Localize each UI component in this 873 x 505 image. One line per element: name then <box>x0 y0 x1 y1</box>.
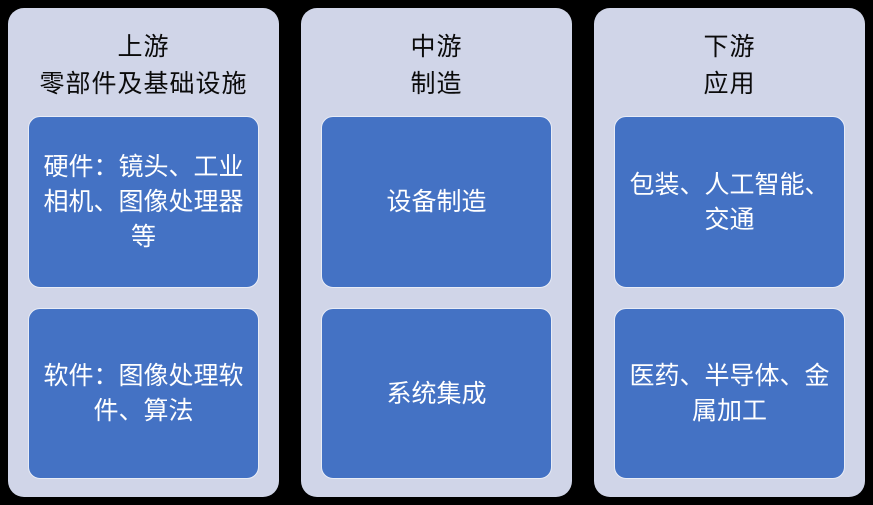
segment-upstream[interactable]: 上游 零部件及基础设施 硬件：镜头、工业相机、图像处理器等 软件：图像处理软件、… <box>8 8 279 497</box>
segment-midstream-header: 中游 制造 <box>321 22 552 112</box>
node-applications-a-label: 包装、人工智能、交通 <box>629 169 830 234</box>
segment-midstream-nodes: 设备制造 系统集成 <box>321 112 552 479</box>
segment-midstream[interactable]: 中游 制造 设备制造 系统集成 <box>301 8 572 497</box>
segment-downstream-subtitle: 应用 <box>703 69 756 98</box>
node-equipment-manufacturing[interactable]: 设备制造 <box>321 116 552 288</box>
node-system-integration-label: 系统集成 <box>386 378 487 408</box>
node-system-integration[interactable]: 系统集成 <box>321 307 552 479</box>
node-applications-b-label: 医药、半导体、金属加工 <box>629 361 830 426</box>
segment-downstream[interactable]: 下游 应用 包装、人工智能、交通 医药、半导体、金属加工 <box>594 8 865 497</box>
node-software[interactable]: 软件：图像处理软件、算法 <box>28 307 259 479</box>
node-applications-b[interactable]: 医药、半导体、金属加工 <box>614 307 845 479</box>
segment-downstream-nodes: 包装、人工智能、交通 医药、半导体、金属加工 <box>614 112 845 479</box>
node-hardware[interactable]: 硬件：镜头、工业相机、图像处理器等 <box>28 116 259 288</box>
segment-downstream-title: 下游 <box>703 32 756 61</box>
segment-upstream-nodes: 硬件：镜头、工业相机、图像处理器等 软件：图像处理软件、算法 <box>28 112 259 479</box>
segment-midstream-subtitle: 制造 <box>410 69 463 98</box>
node-applications-a[interactable]: 包装、人工智能、交通 <box>614 116 845 288</box>
segment-midstream-title: 中游 <box>410 32 463 61</box>
segment-upstream-subtitle: 零部件及基础设施 <box>39 69 248 98</box>
segment-upstream-title: 上游 <box>117 32 170 61</box>
node-software-label: 软件：图像处理软件、算法 <box>43 361 244 426</box>
node-hardware-label: 硬件：镜头、工业相机、图像处理器等 <box>43 152 244 252</box>
segment-downstream-header: 下游 应用 <box>614 22 845 112</box>
segment-upstream-header: 上游 零部件及基础设施 <box>28 22 259 112</box>
node-equipment-manufacturing-label: 设备制造 <box>386 187 487 217</box>
